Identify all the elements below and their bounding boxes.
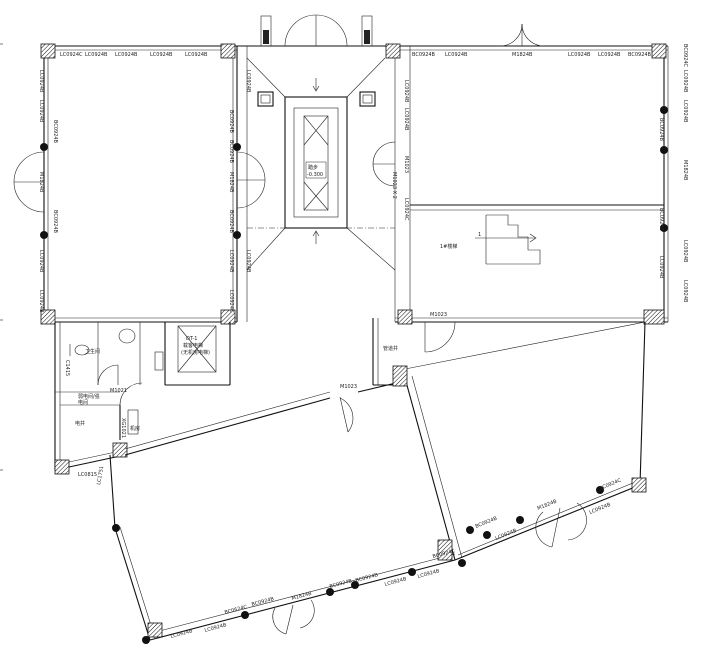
window-label: BC0924B <box>228 210 234 234</box>
center-hall: 踏步 -0.300 <box>237 14 396 322</box>
window-label: BC0924B <box>228 140 234 164</box>
stair-well <box>284 96 348 229</box>
window-label: LC0924C <box>60 52 83 58</box>
window-label: LC0924B <box>403 80 409 103</box>
door-label: M1824B <box>682 160 688 181</box>
window-label: BC0924C <box>682 44 688 68</box>
stair-label: 1#楼梯 <box>440 243 457 250</box>
window-label: LC0924B <box>589 502 613 516</box>
window-label: BC0924C <box>599 477 623 491</box>
window-label: LC0924C <box>403 198 409 221</box>
door-label: M1824B <box>537 498 559 511</box>
window-label: BC0924B <box>658 208 664 232</box>
edge-ticks <box>0 43 3 471</box>
column <box>220 309 236 325</box>
window-label: LC0924B <box>682 240 688 263</box>
door-label: M1824B <box>38 172 44 193</box>
window-label: LC0924B <box>658 256 664 279</box>
window-label: LC0924B <box>38 290 44 313</box>
window-label: LC0924B <box>228 250 234 273</box>
door-label: M1824B <box>512 52 533 58</box>
room-label: 管道井 <box>383 345 398 352</box>
window-label: LC0924B <box>204 622 228 634</box>
window-label: LC0924B <box>682 70 688 93</box>
window-label: LC0924B <box>170 628 194 640</box>
room-label: 卫生间 <box>85 348 100 355</box>
room-label: 机房 <box>130 425 140 432</box>
window-label: LC0924B <box>682 100 688 123</box>
window-label: LC0924B <box>445 52 468 58</box>
room-label: 电间 <box>78 399 88 406</box>
elevator-label: 载客电梯 <box>183 342 203 349</box>
window-label: BC0924B <box>658 118 664 142</box>
door-label: M1023 <box>340 384 357 390</box>
window-label: LC0924B <box>115 52 138 58</box>
door-label: M1023 <box>403 156 409 173</box>
window-label: LC0924C <box>228 290 234 313</box>
stair-number: 1 <box>478 232 481 238</box>
window-label: BC0924B <box>628 52 652 58</box>
elevator-label: DT-1 <box>186 336 197 342</box>
window-label: LC0924B <box>682 280 688 303</box>
door-label: M1824B <box>228 172 234 193</box>
door-label: M1023 <box>430 312 447 318</box>
elevator-label: (无机房电梯) <box>181 349 210 356</box>
right-room <box>372 23 669 325</box>
window-label: BC0924B <box>52 120 58 144</box>
left-room <box>13 43 266 325</box>
door-label: M1021 <box>110 388 127 394</box>
window-label: LC0924B <box>185 52 208 58</box>
window-label: LC0924B <box>568 52 591 58</box>
window-label: BC0924B <box>475 515 499 529</box>
stair-elevation: -0.300 <box>307 172 323 178</box>
window-label: BC0924B <box>412 52 436 58</box>
door-label: M1824B <box>291 591 313 602</box>
column <box>40 309 56 325</box>
window-label: BC0924C <box>432 548 456 560</box>
window-label: BC0924B <box>329 578 353 590</box>
window-label: LC0924B <box>417 568 441 580</box>
window-label: LC0924B <box>245 70 251 93</box>
window-label: BC0924B <box>251 596 275 608</box>
window-label: LC0924B <box>38 70 44 93</box>
door-label: M1023 X 2 <box>391 172 397 199</box>
service-core <box>54 318 456 470</box>
window-label: LC1751 <box>96 466 105 486</box>
window-label: BC0924B <box>52 210 58 234</box>
column <box>40 43 56 59</box>
window-label: LC0924B <box>38 100 44 123</box>
stair-note: 踏步 <box>308 164 318 171</box>
window-label: LC0924B <box>598 52 621 58</box>
room-label: 电井 <box>75 420 85 427</box>
window-label: BC0924B <box>355 572 379 584</box>
column <box>220 43 236 59</box>
door-label: XG1021 <box>120 418 126 438</box>
window-label: LC0815 <box>78 472 97 478</box>
angled-wing <box>54 321 647 644</box>
window-label: LC0924B <box>384 576 408 588</box>
window-label: BC0924B <box>228 110 234 134</box>
window-label: LC0924B <box>245 250 251 273</box>
window-label: C1415 <box>64 360 70 376</box>
room-label: 弱电间/强 <box>78 393 100 400</box>
window-label: BC0624C <box>224 604 248 616</box>
window-label: LC0924B <box>150 52 173 58</box>
window-label: LC0924B <box>403 108 409 131</box>
window-label: LC0924B <box>38 250 44 273</box>
window-label: LC0924B <box>85 52 108 58</box>
